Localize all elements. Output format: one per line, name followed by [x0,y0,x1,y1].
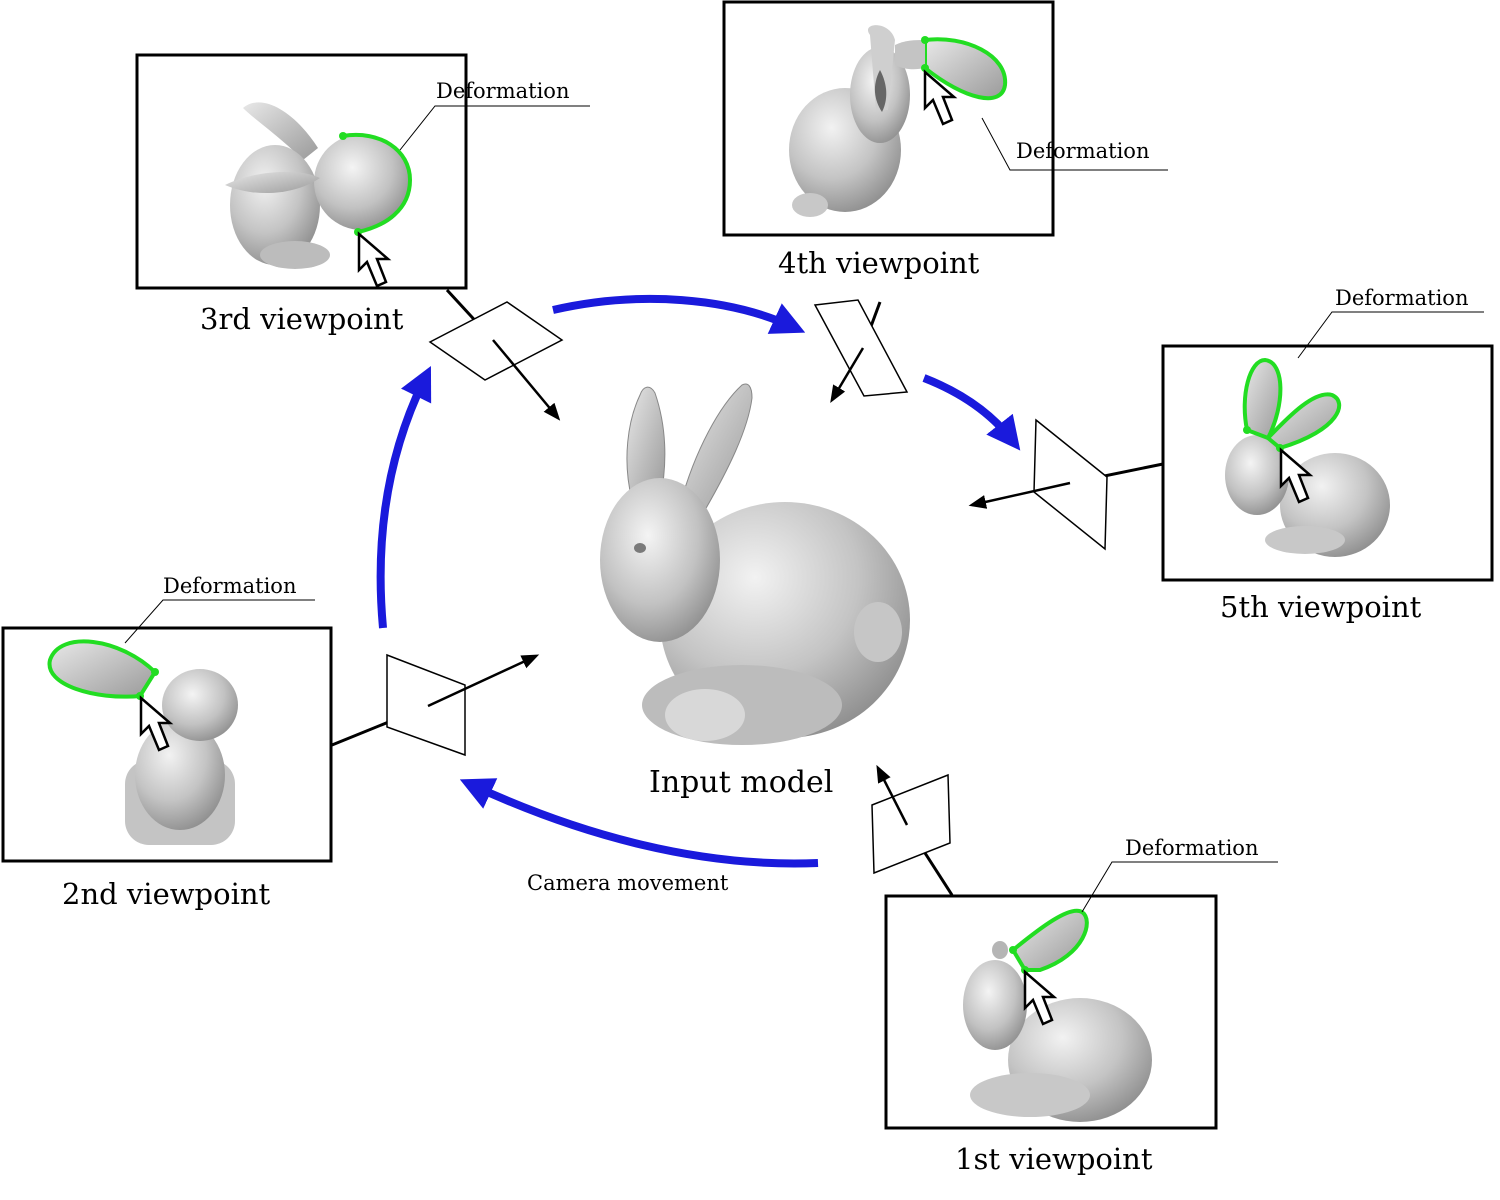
view-arrow-5 [968,481,1071,509]
bunny-view-3 [225,102,413,269]
cursor-icon [923,69,958,126]
deformation-label-5: Deformation [1335,286,1469,310]
image-plane-2 [386,653,466,757]
cursor-icon [1279,447,1314,504]
image-plane-1 [871,773,951,875]
image-plane-3 [428,301,564,381]
image-plane-4 [813,299,909,397]
bunny-view-2 [47,639,238,845]
view-arrow-1 [876,764,909,826]
view-arrow-4 [830,347,865,404]
camera-planes [331,288,1164,896]
cursor-icon [139,695,174,752]
bunny-view-5 [1225,357,1390,557]
view-arrow-3 [492,339,561,421]
view-arrow-2 [427,654,540,708]
bunny-view-1 [963,908,1152,1122]
deformation-label-3: Deformation [436,79,570,103]
viewpoint-panel-1 [884,861,1278,1130]
viewpoint-panel-2 [1,599,333,863]
camera-arrow-3-to-4 [552,294,806,334]
cursor-icon [357,231,392,288]
camera-movement-arrows [376,294,1021,868]
image-plane-5 [1033,418,1108,551]
viewpoint-panel-3 [135,53,590,290]
viewpoint-panel-5 [1161,311,1494,582]
input-model-label: Input model [649,765,834,800]
deformation-label-1: Deformation [1125,836,1259,860]
deformation-label-2: Deformation [163,574,297,598]
cursor-icon [1023,969,1058,1026]
viewpoint-caption-4: 4th viewpoint [778,246,980,280]
camera-arrow-2-to-3 [376,365,432,629]
viewpoint-caption-2: 2nd viewpoint [62,877,271,911]
viewpoint-caption-3: 3rd viewpoint [200,302,404,336]
annotation-leader-5 [1297,311,1484,359]
viewpoint-panel-4 [722,0,1168,237]
viewpoint-caption-1: 1st viewpoint [955,1142,1153,1176]
viewpoint-caption-5: 5th viewpoint [1220,590,1422,624]
camera-movement-label: Camera movement [527,871,729,895]
annotation-leader-3 [399,105,590,151]
annotation-leader-2 [124,599,315,644]
bunny-view-4 [789,25,1008,217]
deformation-label-4: Deformation [1016,139,1150,163]
input-model-bunny [600,383,910,745]
camera-arrow-4-to-5 [922,374,1021,451]
annotation-leader-4 [981,117,1168,171]
annotation-leader-1 [1081,861,1278,913]
camera-arrow-1-to-2 [459,778,819,868]
